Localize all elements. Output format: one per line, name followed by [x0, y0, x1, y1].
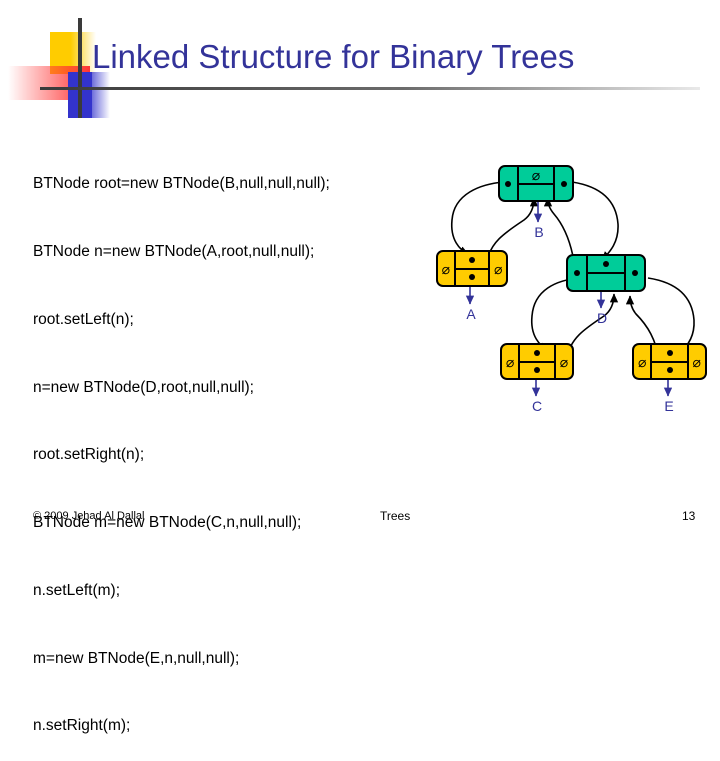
node-e-element-cell [652, 363, 686, 379]
node-e-right-null-cell: ⌀ [686, 345, 705, 378]
node-label-c: C [531, 398, 543, 414]
code-line: n=new BTNode(D,root,null,null); [33, 378, 254, 396]
page-title: Linked Structure for Binary Trees [92, 38, 575, 75]
null-symbol-icon: ⌀ [505, 353, 515, 370]
node-b-element-cell [519, 185, 554, 201]
pointer-dot-icon [560, 180, 567, 187]
node-c-center-column [520, 345, 554, 378]
node-d-parent-cell [587, 256, 625, 274]
slide-logo-decoration [8, 18, 110, 118]
code-line: BTNode root=new BTNode(B,null,null,null)… [33, 175, 330, 193]
null-symbol-icon: ⌀ [441, 260, 451, 277]
node-a-center-column [455, 252, 489, 286]
wire-a-parent-to-b [486, 197, 539, 263]
node-b-right-pointer-cell [553, 167, 572, 200]
node-c-parent-cell [520, 345, 554, 363]
tree-node-e[interactable]: ⌀ ⌀ [632, 343, 707, 380]
node-d-left-pointer-cell [568, 256, 588, 290]
node-d-element-cell [588, 274, 625, 290]
node-e-center-column [652, 345, 687, 379]
code-line: BTNode n=new BTNode(A,root,null,null); [33, 242, 315, 260]
node-e-left-null-cell: ⌀ [634, 345, 653, 378]
title-underline-rule [40, 87, 700, 90]
node-label-b: B [534, 224, 544, 240]
node-b-left-pointer-cell [500, 167, 519, 200]
node-a-left-null-cell: ⌀ [438, 252, 456, 285]
element-dot-icon [534, 367, 540, 374]
node-c-left-null-cell: ⌀ [502, 345, 521, 378]
wire-c-parent-to-d [566, 293, 619, 359]
code-line: n.setRight(m); [33, 717, 131, 735]
logo-vertical-bar [78, 18, 82, 118]
tree-node-c[interactable]: ⌀ ⌀ [500, 343, 574, 380]
node-c-element-cell [520, 363, 554, 379]
null-symbol-icon: ⌀ [638, 353, 647, 370]
code-line: m=new BTNode(E,n,null,null); [33, 649, 240, 667]
node-a-element-cell [456, 270, 489, 286]
code-line: root.setRight(n); [33, 446, 145, 464]
wire-b-left-to-a [450, 181, 505, 255]
node-label-d: D [596, 310, 608, 326]
pointer-dot-icon [534, 349, 540, 356]
tree-node-b[interactable]: ⌀ [498, 165, 574, 202]
node-d-right-pointer-cell [624, 256, 644, 290]
footer-copyright: © 2009 Jehad Al Dallal [33, 510, 145, 522]
node-a-parent-cell [455, 252, 489, 270]
null-symbol-icon: ⌀ [493, 260, 503, 277]
null-symbol-icon: ⌀ [531, 166, 541, 183]
node-d-center-column [587, 256, 625, 290]
wire-d-parent-to-b [543, 197, 576, 269]
pointer-dot-icon [603, 261, 609, 267]
linked-binary-tree-diagram: ⌀ B ⌀ ⌀ A [420, 150, 720, 420]
node-b-parent-cell: ⌀ [518, 166, 554, 185]
pointer-dot-icon [469, 256, 475, 263]
element-dot-icon [469, 274, 475, 281]
null-symbol-icon: ⌀ [559, 353, 569, 370]
pointer-dot-icon [573, 270, 580, 276]
node-label-a: A [466, 306, 476, 322]
pointer-dot-icon [666, 349, 673, 356]
wire-b-right-to-d [571, 181, 619, 261]
node-c-right-null-cell: ⌀ [553, 345, 572, 378]
footer-page-number: 13 [682, 509, 696, 523]
code-line: n.setLeft(m); [33, 581, 120, 599]
code-listing: BTNode root=new BTNode(B,null,null,null)… [33, 128, 443, 761]
node-label-e: E [664, 398, 674, 414]
code-line: root.setLeft(n); [33, 310, 134, 328]
pointer-dot-icon [632, 270, 639, 276]
node-b-center-column: ⌀ [518, 166, 554, 201]
node-e-parent-cell [652, 345, 687, 363]
code-line: BTNode m=new BTNode(C,n,null,null); [33, 514, 302, 532]
element-dot-icon [666, 367, 673, 374]
tree-node-a[interactable]: ⌀ ⌀ [436, 250, 508, 287]
node-a-right-null-cell: ⌀ [488, 252, 506, 285]
tree-node-d[interactable] [566, 254, 646, 292]
pointer-dot-icon [505, 180, 512, 187]
footer-section: Trees [380, 509, 411, 523]
null-symbol-icon: ⌀ [692, 353, 701, 370]
